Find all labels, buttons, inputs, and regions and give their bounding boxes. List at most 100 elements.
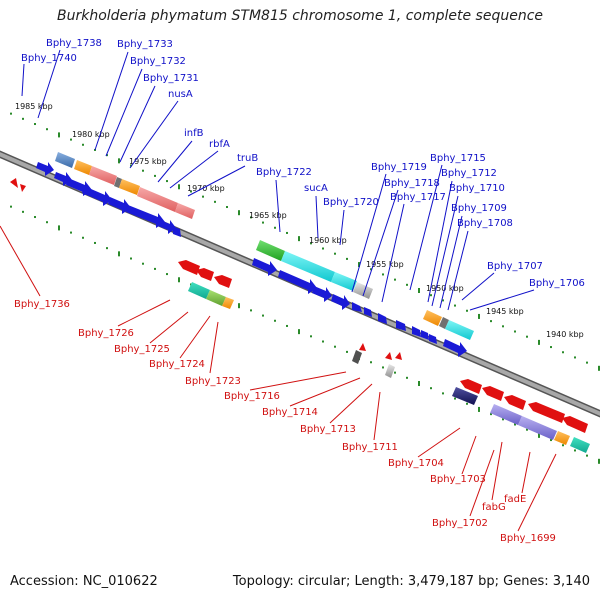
- gene-label-bottom[interactable]: Bphy_1711: [342, 442, 398, 453]
- gene-label-top[interactable]: Bphy_1717: [390, 192, 446, 203]
- gene-label-top[interactable]: Bphy_1719: [371, 162, 427, 173]
- gene-label-top[interactable]: truB: [237, 153, 258, 164]
- gene-label-top[interactable]: sucA: [304, 183, 328, 194]
- gene-label-top[interactable]: Bphy_1712: [441, 168, 497, 179]
- gene-arrow[interactable]: [278, 270, 317, 294]
- ruler-tick: [142, 262, 144, 265]
- gene-label-bottom[interactable]: Bphy_1736: [14, 299, 70, 310]
- gene-label-top[interactable]: infB: [184, 128, 204, 139]
- gene-box[interactable]: [570, 437, 590, 453]
- gene-label-top[interactable]: nusA: [168, 89, 193, 100]
- gene-arrow[interactable]: [108, 197, 131, 214]
- gene-label-top[interactable]: Bphy_1740: [21, 53, 77, 64]
- gene-label-bottom[interactable]: Bphy_1704: [388, 458, 444, 469]
- gene-arrow[interactable]: [20, 184, 26, 192]
- gene-label-bottom[interactable]: Bphy_1714: [262, 407, 318, 418]
- ruler-tick: [310, 242, 312, 245]
- gene-box[interactable]: [89, 166, 117, 185]
- gene-arrow[interactable]: [421, 330, 429, 340]
- gene-arrow[interactable]: [460, 379, 482, 394]
- gene-box[interactable]: [554, 431, 570, 445]
- gene-label-top[interactable]: Bphy_1707: [487, 261, 543, 272]
- gene-label-bottom[interactable]: Bphy_1703: [430, 474, 486, 485]
- gene-label-top[interactable]: Bphy_1718: [384, 178, 440, 189]
- gene-arrow[interactable]: [10, 178, 18, 188]
- gene-box[interactable]: [55, 152, 75, 168]
- gene-arrow[interactable]: [158, 220, 176, 234]
- gene-arrow[interactable]: [196, 268, 214, 281]
- ruler-tick: [70, 231, 72, 234]
- gene-arrow[interactable]: [385, 352, 392, 360]
- ruler-tick: [298, 236, 300, 242]
- gene-arrow[interactable]: [312, 286, 332, 302]
- gene-box[interactable]: [490, 404, 522, 425]
- ruler-tick: [418, 381, 420, 387]
- gene-box[interactable]: [352, 350, 362, 364]
- gene-arrow[interactable]: [126, 205, 165, 228]
- gene-label-bottom[interactable]: Bphy_1713: [300, 424, 356, 435]
- gene-box[interactable]: [114, 177, 122, 188]
- gene-arrow[interactable]: [252, 258, 277, 276]
- gene-box[interactable]: [137, 187, 178, 212]
- gene-box[interactable]: [445, 320, 474, 340]
- gene-arrow[interactable]: [395, 352, 402, 360]
- gene-label-top[interactable]: Bphy_1720: [323, 197, 379, 208]
- gene-box[interactable]: [74, 160, 92, 175]
- gene-box[interactable]: [385, 364, 395, 378]
- gene-label-bottom[interactable]: Bphy_1726: [78, 328, 134, 339]
- gene-box[interactable]: [206, 290, 226, 306]
- gene-label-top[interactable]: Bphy_1731: [143, 73, 199, 84]
- gene-arrow[interactable]: [412, 326, 421, 337]
- gene-box[interactable]: [281, 251, 335, 282]
- gene-label-bottom[interactable]: Bphy_1724: [149, 359, 205, 370]
- gene-box[interactable]: [423, 310, 442, 326]
- gene-arrow[interactable]: [364, 307, 372, 317]
- gene-arrow[interactable]: [378, 313, 387, 324]
- gene-box[interactable]: [256, 240, 285, 261]
- gene-arrow[interactable]: [528, 402, 565, 423]
- gene-label-bottom[interactable]: Bphy_1699: [500, 533, 556, 544]
- gene-arrow[interactable]: [352, 302, 362, 312]
- gene-arrow[interactable]: [172, 226, 181, 237]
- ruler-tick: [442, 392, 444, 395]
- gene-label-top[interactable]: Bphy_1738: [46, 38, 102, 49]
- gene-arrow[interactable]: [36, 162, 54, 176]
- gene-label-bottom[interactable]: Bphy_1716: [224, 391, 280, 402]
- gene-arrow[interactable]: [331, 294, 350, 310]
- gene-label-top[interactable]: Bphy_1710: [449, 183, 505, 194]
- ruler-tick: [250, 309, 252, 312]
- gene-arrow[interactable]: [504, 395, 526, 410]
- gene-label-top[interactable]: Bphy_1722: [256, 167, 312, 178]
- gene-box[interactable]: [222, 297, 234, 309]
- gene-arrow[interactable]: [82, 186, 112, 206]
- gene-label-top[interactable]: Bphy_1733: [117, 39, 173, 50]
- gene-label-bottom[interactable]: fadE: [504, 494, 526, 505]
- gene-arrow[interactable]: [443, 339, 467, 357]
- gene-label-top[interactable]: Bphy_1708: [457, 218, 513, 229]
- gene-arrow[interactable]: [429, 334, 437, 344]
- gene-arrow[interactable]: [562, 416, 588, 433]
- gene-arrow[interactable]: [359, 343, 366, 351]
- gene-box[interactable]: [175, 203, 195, 219]
- leader-line: [117, 299, 171, 327]
- gene-arrow[interactable]: [214, 275, 232, 288]
- gene-box[interactable]: [439, 317, 449, 329]
- gene-arrow[interactable]: [482, 386, 504, 401]
- gene-box[interactable]: [353, 282, 373, 299]
- gene-box[interactable]: [331, 272, 357, 291]
- gene-label-top[interactable]: Bphy_1715: [430, 153, 486, 164]
- gene-label-bottom[interactable]: Bphy_1723: [185, 376, 241, 387]
- gene-box[interactable]: [119, 179, 140, 195]
- gene-label-bottom[interactable]: Bphy_1725: [114, 344, 170, 355]
- gene-label-bottom[interactable]: Bphy_1702: [432, 518, 488, 529]
- gene-box[interactable]: [518, 416, 557, 440]
- gene-label-top[interactable]: rbfA: [209, 139, 230, 150]
- gene-label-top[interactable]: Bphy_1706: [529, 278, 585, 289]
- gene-label-top[interactable]: Bphy_1732: [130, 56, 186, 67]
- gene-box[interactable]: [188, 282, 210, 299]
- gene-box[interactable]: [452, 387, 478, 405]
- gene-arrow[interactable]: [178, 260, 200, 275]
- gene-arrow[interactable]: [396, 320, 406, 331]
- gene-label-top[interactable]: Bphy_1709: [451, 203, 507, 214]
- gene-label-bottom[interactable]: fabG: [482, 502, 506, 513]
